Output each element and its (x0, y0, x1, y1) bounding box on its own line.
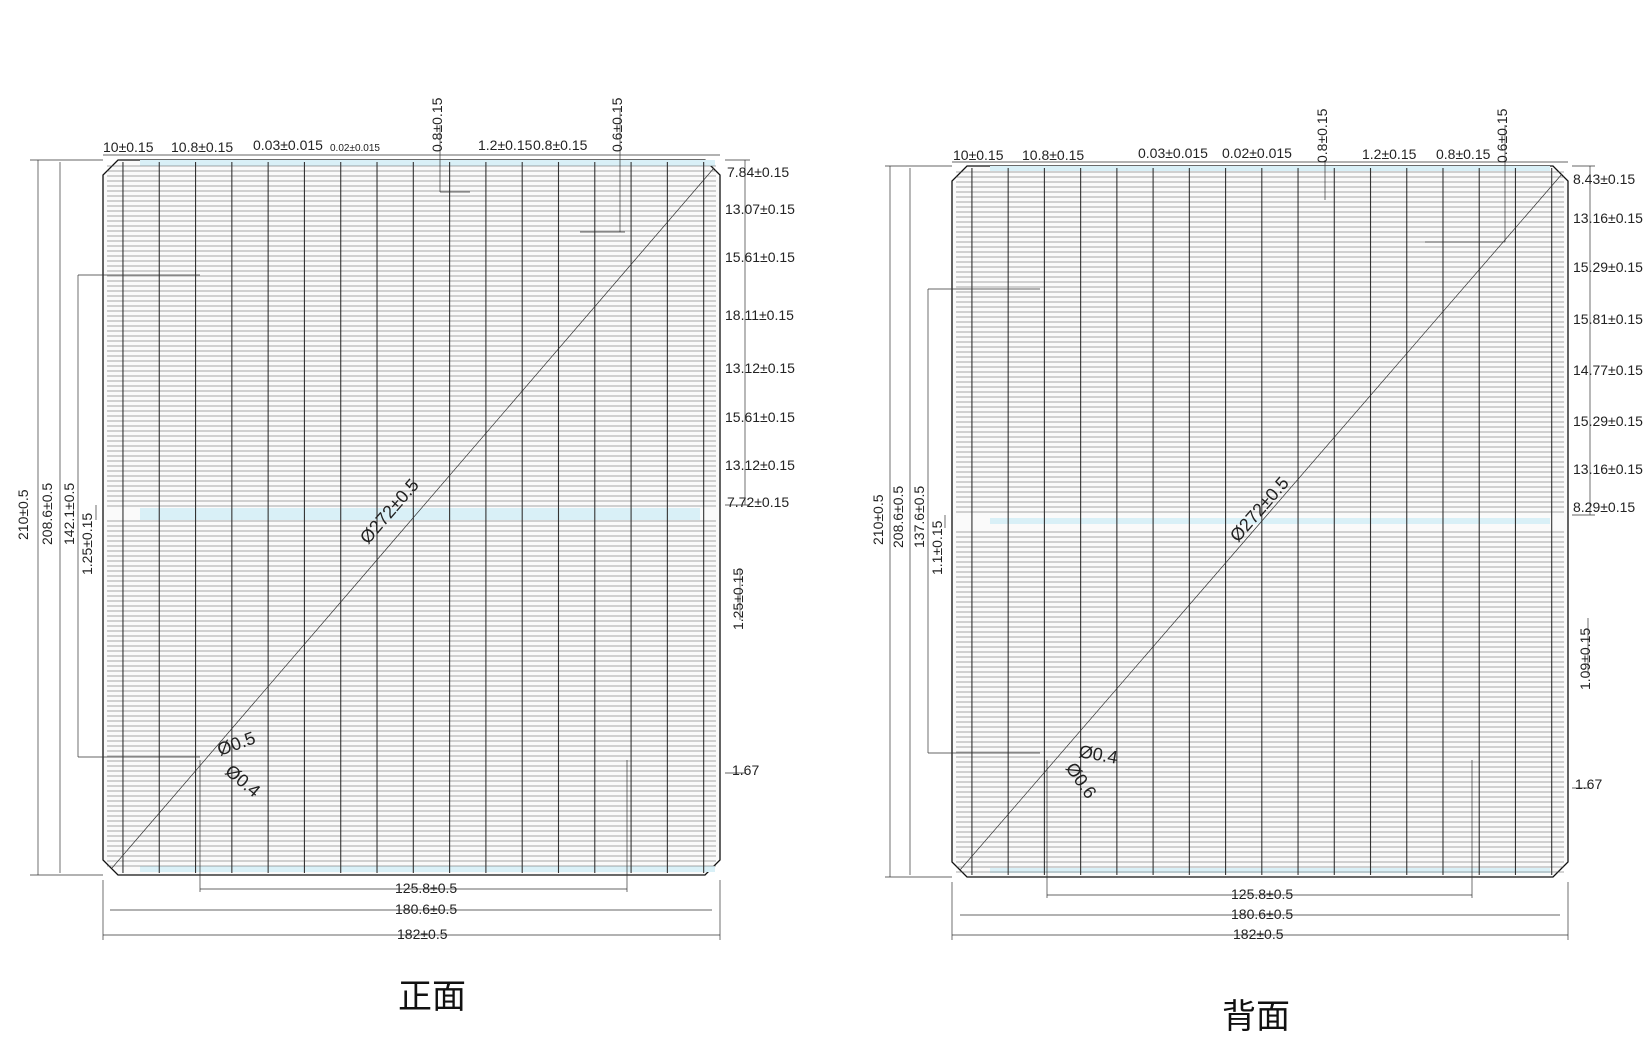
back-right-dim-4: 15.81±0.15 (1573, 311, 1643, 327)
front-right-dim-7: 13.12±0.15 (725, 457, 795, 473)
front-bottom-dimensions: 125.8±0.5 180.6±0.5 182±0.5 (395, 880, 457, 942)
back-left-dim-4: 1.1±0.15 (929, 520, 945, 575)
front-right-dim-8: 7.72±0.15 (727, 494, 789, 510)
front-right-dimensions: 7.84±0.15 13.07±0.15 15.61±0.15 18.11±0.… (725, 164, 795, 778)
front-right-dim-6: 15.61±0.15 (725, 409, 795, 425)
back-top-dimensions: 10±0.15 10.8±0.15 0.03±0.015 0.02±0.015 … (953, 108, 1510, 163)
back-diagonal-line (959, 173, 1563, 871)
back-fingers (956, 171, 1564, 873)
back-top-band (990, 166, 1550, 171)
back-top-dim-1: 10±0.15 (953, 147, 1004, 163)
back-right-dimensions: 8.43±0.15 13.16±0.15 15.29±0.15 15.81±0.… (1573, 171, 1643, 792)
front-dimension-lines (30, 110, 750, 940)
back-top-dim-6: 1.2±0.15 (1362, 146, 1417, 162)
back-top-dim-4: 0.02±0.015 (1222, 145, 1292, 161)
front-right-dim-3: 15.61±0.15 (725, 249, 795, 265)
front-top-band (140, 160, 715, 166)
front-top-dim-6: 1.2±0.15 (478, 137, 533, 153)
back-bottom-dim-1: 125.8±0.5 (1231, 886, 1293, 902)
back-right-dim-1: 8.43±0.15 (1573, 171, 1635, 187)
back-left-dim-1: 210±0.5 (870, 494, 886, 545)
back-right-dim-5: 14.77±0.15 (1573, 362, 1643, 378)
front-top-dim-8: 0.6±0.15 (609, 97, 625, 152)
front-left-dim-1: 210±0.5 (15, 489, 31, 540)
front-top-dim-2: 10.8±0.15 (171, 139, 233, 155)
back-cell (951, 165, 1569, 878)
back-center-gap (990, 518, 1550, 524)
front-right-dim-1: 7.84±0.15 (727, 164, 789, 180)
front-top-dim-5: 0.8±0.15 (429, 97, 445, 152)
back-top-dim-7: 0.8±0.15 (1436, 146, 1491, 162)
front-top-dim-3: 0.03±0.015 (253, 137, 323, 153)
front-left-dim-2: 208.6±0.5 (39, 483, 55, 545)
back-right-dim-2: 13.16±0.15 (1573, 210, 1643, 226)
back-right-dim-8: 8.29±0.15 (1573, 499, 1635, 515)
back-left-dim-3: 137.6±0.5 (911, 486, 927, 548)
back-bottom-dimensions: 125.8±0.5 180.6±0.5 182±0.5 (1231, 886, 1293, 942)
front-bottom-dim-2: 180.6±0.5 (395, 901, 457, 917)
front-left-dim-4: 1.25±0.15 (79, 513, 95, 575)
front-top-dimensions: 10±0.15 10.8±0.15 0.03±0.015 0.02±0.015 … (103, 97, 625, 155)
back-right-dim-7: 13.16±0.15 (1573, 461, 1643, 477)
front-right-dim-2: 13.07±0.15 (725, 201, 795, 217)
back-bottom-dim-2: 180.6±0.5 (1231, 906, 1293, 922)
front-bottom-dim-3: 182±0.5 (397, 926, 448, 942)
back-top-dim-2: 10.8±0.15 (1022, 147, 1084, 163)
back-left-dim-2: 208.6±0.5 (890, 486, 906, 548)
front-left-dimensions: 210±0.5 208.6±0.5 142.1±0.5 1.25±0.15 (15, 483, 95, 575)
front-cell (102, 159, 721, 876)
front-right-bottom: 1.67 (732, 762, 759, 778)
back-bottom-band (990, 868, 1550, 873)
back-top-dim-8: 0.6±0.15 (1494, 108, 1510, 163)
front-top-dim-7: 0.8±0.15 (533, 137, 588, 153)
front-right-dim-5: 13.12±0.15 (725, 360, 795, 376)
back-bottom-dim-3: 182±0.5 (1233, 926, 1284, 942)
back-left-dimensions: 210±0.5 208.6±0.5 137.6±0.5 1.1±0.15 (870, 486, 945, 575)
back-top-dim-3: 0.03±0.015 (1138, 145, 1208, 161)
front-diagonal-line (111, 167, 715, 869)
front-fingers (107, 165, 716, 867)
back-right-gap: 1.09±0.15 (1577, 628, 1593, 690)
front-top-dim-1: 10±0.15 (103, 139, 154, 155)
front-left-dim-3: 142.1±0.5 (61, 483, 77, 545)
front-caption: 正面 (398, 977, 466, 1017)
back-right-bottom: 1.67 (1575, 776, 1602, 792)
back-dimension-lines (885, 125, 1595, 940)
back-right-dim-3: 15.29±0.15 (1573, 259, 1643, 275)
front-bottom-dim-1: 125.8±0.5 (395, 880, 457, 896)
back-caption: 背面 (1222, 997, 1290, 1037)
back-right-dim-6: 15.29±0.15 (1573, 413, 1643, 429)
front-right-gap: 1.25±0.15 (730, 568, 746, 630)
back-busbars (971, 168, 1553, 875)
front-right-dim-4: 18.11±0.15 (725, 307, 794, 323)
front-top-dim-4: 0.02±0.015 (330, 143, 380, 154)
front-center-gap (140, 508, 700, 520)
front-bottom-band (140, 866, 715, 872)
back-top-dim-5: 0.8±0.15 (1314, 108, 1330, 163)
front-busbars (122, 162, 705, 873)
